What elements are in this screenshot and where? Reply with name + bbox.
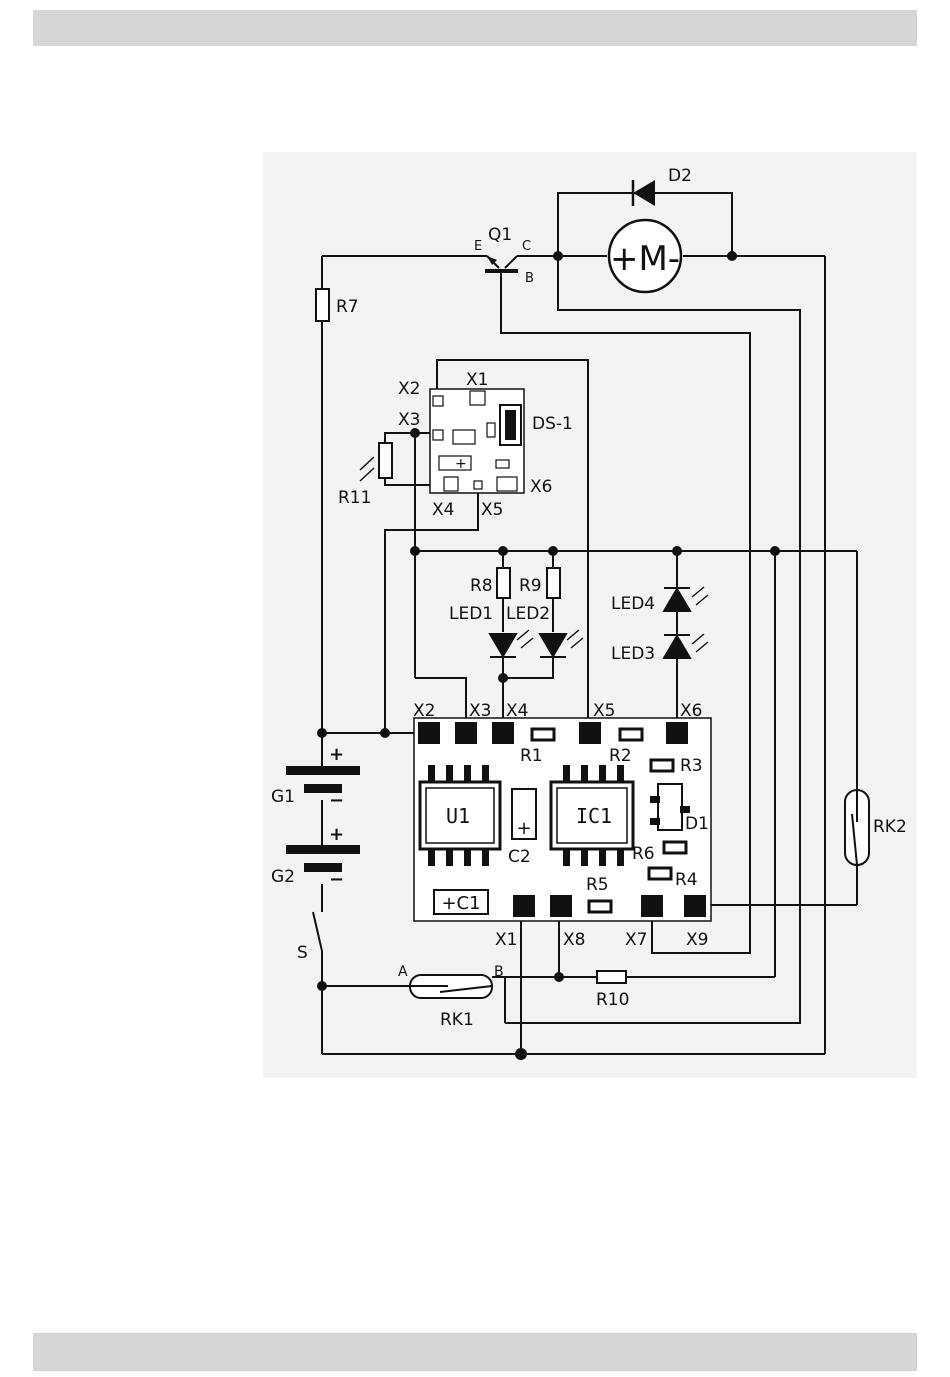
ds1-plus-mark: + <box>455 456 467 472</box>
label-main-x8: X8 <box>563 930 585 950</box>
battery-g1-minus: − <box>329 790 344 811</box>
label-collector: C <box>522 239 531 254</box>
label-led3: LED3 <box>611 644 655 664</box>
label-rk1: RK1 <box>440 1010 474 1030</box>
battery-g1-plus: + <box>329 744 344 765</box>
label-led2: LED2 <box>506 604 550 624</box>
label-ds-x4: X4 <box>432 500 454 520</box>
label-c1: +C1 <box>441 893 480 914</box>
label-ds-x1: X1 <box>466 370 488 390</box>
label-c2: C2 <box>508 847 531 867</box>
label-r6: R6 <box>632 844 655 864</box>
label-rk1-b: B <box>494 964 504 980</box>
label-s: S <box>297 943 308 963</box>
label-r7: R7 <box>336 297 359 317</box>
label-ds-x2: X2 <box>398 379 420 399</box>
photoresistor-r11 <box>379 443 392 478</box>
label-main-x2: X2 <box>413 701 435 721</box>
label-ds-x5: X5 <box>481 500 503 520</box>
resistor-r9 <box>547 568 560 598</box>
resistor-r7 <box>316 289 329 321</box>
label-r3: R3 <box>680 756 703 776</box>
label-emitter: E <box>474 239 482 254</box>
label-q1: Q1 <box>488 225 512 245</box>
label-main-x3: X3 <box>469 701 491 721</box>
label-r4: R4 <box>675 870 698 890</box>
reed-switch-rk1 <box>410 975 492 998</box>
ds1-sensor-window <box>505 410 516 440</box>
label-ds-x6: X6 <box>530 477 552 497</box>
label-d2: D2 <box>668 166 692 186</box>
label-ds1: DS-1 <box>532 414 573 434</box>
label-rk2: RK2 <box>873 817 907 837</box>
battery-g2-minus: − <box>329 869 344 890</box>
resistor-r10 <box>597 971 626 983</box>
label-d1: D1 <box>685 814 709 834</box>
label-main-x9: X9 <box>686 930 708 950</box>
label-ic1: IC1 <box>576 804 612 828</box>
label-main-x4: X4 <box>506 701 528 721</box>
label-r5: R5 <box>586 875 609 895</box>
label-r9: R9 <box>519 576 542 596</box>
label-rk1-a: A <box>398 964 408 980</box>
c2-plus-mark: + <box>516 818 531 839</box>
diagram-background <box>263 152 917 1078</box>
label-main-x1: X1 <box>495 930 517 950</box>
label-r1: R1 <box>520 746 543 766</box>
battery-g2-plus: + <box>329 824 344 845</box>
label-r11: R11 <box>338 488 371 508</box>
label-main-x6: X6 <box>680 701 702 721</box>
label-motor: +M- <box>610 239 680 279</box>
label-u1: U1 <box>446 804 470 828</box>
reed-switch-rk2 <box>845 790 869 865</box>
label-r2: R2 <box>609 746 632 766</box>
label-led1: LED1 <box>449 604 493 624</box>
label-main-x7: X7 <box>625 930 647 950</box>
label-led4: LED4 <box>611 594 655 614</box>
label-main-x5: X5 <box>593 701 615 721</box>
label-base: B <box>525 271 534 286</box>
label-g1: G1 <box>271 787 295 807</box>
resistor-r8 <box>497 568 510 598</box>
label-r10: R10 <box>596 990 629 1010</box>
label-ds-x3: X3 <box>398 410 420 430</box>
label-r8: R8 <box>470 576 493 596</box>
label-g2: G2 <box>271 867 295 887</box>
